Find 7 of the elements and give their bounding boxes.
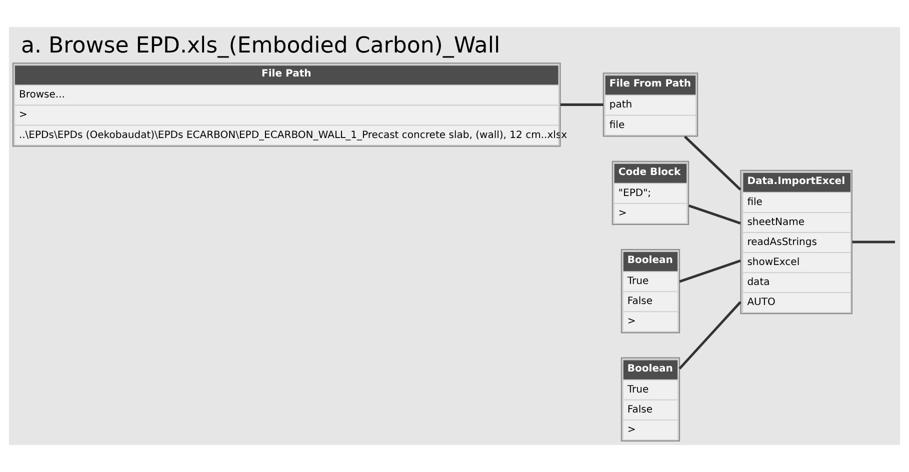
connector xyxy=(679,260,741,283)
connector xyxy=(560,103,604,106)
connector xyxy=(688,204,741,224)
diagram-title: a. Browse EPD.xls_(Embodied Carbon)_Wall xyxy=(20,34,500,59)
connector xyxy=(852,240,895,244)
connector xyxy=(678,301,742,370)
connector xyxy=(684,136,742,191)
